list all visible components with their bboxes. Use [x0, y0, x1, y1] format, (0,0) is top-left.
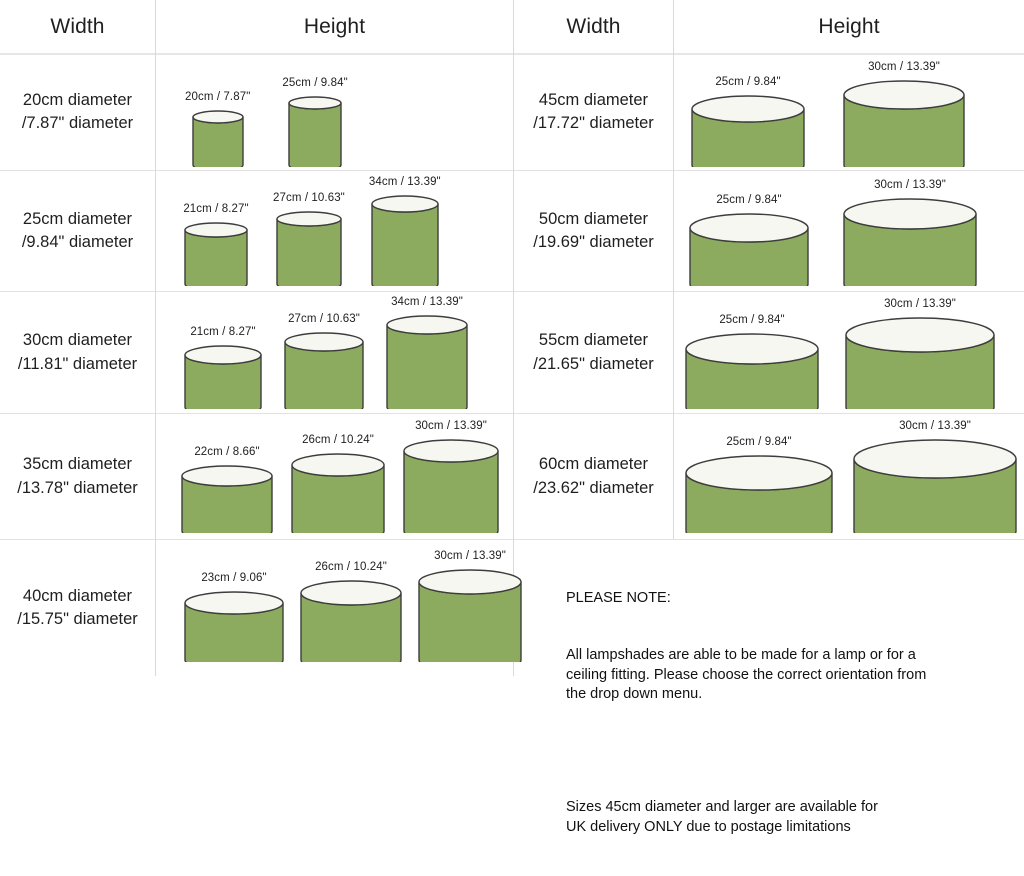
- row-label-in: /21.65" diameter: [533, 354, 654, 373]
- shade-item: 21cm / 8.27": [183, 203, 249, 286]
- shade-item: 30cm / 13.39": [844, 298, 996, 409]
- lampshade-size-chart: Width Height Width Height 20cm diameter …: [0, 0, 1024, 835]
- shade-height-label: 27cm / 10.63": [273, 192, 345, 204]
- shade-group-55cm: 25cm / 9.84" 30cm / 13.39": [684, 298, 996, 409]
- shade-height-label: 25cm / 9.84": [716, 194, 782, 206]
- please-note-block: PLEASE NOTE: All lampshades are able to …: [566, 550, 1006, 876]
- row-label-cm: 45cm diameter: [538, 90, 649, 109]
- row-label-cm: 50cm diameter: [538, 209, 649, 228]
- shade-item: 21cm / 8.27": [183, 326, 263, 409]
- row-label-50cm: 50cm diameter /19.69" diameter: [514, 171, 673, 291]
- shade-height-label: 34cm / 13.39": [368, 176, 441, 188]
- shade-item: 30cm / 13.39": [842, 179, 978, 286]
- shade-height-label: 27cm / 10.63": [288, 313, 360, 325]
- shade-height-label: 25cm / 9.84": [715, 76, 781, 88]
- row-label-cm: 35cm diameter: [22, 455, 133, 474]
- shade-height-label: 26cm / 10.24": [302, 434, 374, 446]
- row-label-cm: 30cm diameter: [22, 331, 133, 350]
- shade-group-20cm: 20cm / 7.87" 25cm / 9.84": [185, 62, 348, 167]
- shade-height-label: 34cm / 13.39": [391, 296, 463, 308]
- shade-group-60cm: 25cm / 9.84" 30cm / 13.39": [684, 420, 1018, 533]
- shade-height-label: 30cm / 13.39": [434, 550, 506, 562]
- shade-item: 23cm / 9.06": [183, 572, 285, 662]
- shade-height-label: 22cm / 8.66": [194, 446, 260, 458]
- column-header-height-right: Height: [818, 14, 880, 38]
- column-divider: [673, 0, 674, 539]
- shade-group-45cm: 25cm / 9.84" 30cm / 13.39": [690, 61, 966, 167]
- row-label-20cm: 20cm diameter /7.87" diameter: [0, 54, 155, 170]
- row-label-40cm: 40cm diameter /15.75" diameter: [0, 540, 155, 676]
- row-label-in: /23.62" diameter: [533, 478, 654, 497]
- shade-height-label: 21cm / 8.27": [190, 326, 256, 338]
- shade-height-label: 30cm / 13.39": [899, 420, 971, 432]
- shade-height-label: 20cm / 7.87": [185, 91, 251, 103]
- row-label-in: /11.81" diameter: [17, 354, 138, 373]
- row-label-cm: 25cm diameter: [22, 209, 133, 228]
- shade-group-40cm: 23cm / 9.06" 26cm / 10.24" 30cm / 13.39": [183, 550, 523, 662]
- shade-height-label: 26cm / 10.24": [315, 561, 387, 573]
- shade-item: 27cm / 10.63": [283, 313, 365, 409]
- shade-height-label: 21cm / 8.27": [183, 203, 249, 215]
- row-divider: [0, 53, 1024, 55]
- note-paragraph-1: All lampshades are able to be made for a…: [566, 647, 927, 702]
- shade-item: 20cm / 7.87": [185, 91, 250, 167]
- shade-item: 26cm / 10.24": [290, 434, 386, 533]
- shade-item: 25cm / 9.84": [282, 77, 348, 167]
- shade-item: 25cm / 9.84": [684, 436, 834, 533]
- shade-height-label: 30cm / 13.39": [415, 420, 487, 432]
- row-label-cm: 55cm diameter: [538, 331, 649, 350]
- shade-group-35cm: 22cm / 8.66" 26cm / 10.24" 30cm / 13.39": [180, 420, 500, 533]
- shade-height-label: 25cm / 9.84": [726, 436, 792, 448]
- column-divider: [513, 0, 514, 676]
- shade-item: 30cm / 13.39": [402, 420, 500, 533]
- shade-item: 25cm / 9.84": [690, 76, 806, 167]
- shade-height-label: 30cm / 13.39": [884, 298, 956, 310]
- shade-item: 27cm / 10.63": [273, 192, 345, 286]
- shade-item: 34cm / 13.39": [369, 176, 441, 286]
- row-label-35cm: 35cm diameter /13.78" diameter: [0, 414, 155, 539]
- row-label-in: /13.78" diameter: [17, 478, 138, 497]
- shade-group-30cm: 21cm / 8.27" 27cm / 10.63" 34cm / 13.39": [183, 296, 469, 409]
- row-label-in: /15.75" diameter: [17, 610, 138, 628]
- shade-item: 26cm / 10.24": [299, 561, 403, 662]
- row-label-in: /19.69" diameter: [533, 233, 654, 251]
- row-divider: [0, 413, 1024, 414]
- row-label-cm: 40cm diameter: [22, 586, 133, 605]
- row-label-55cm: 55cm diameter /21.65" diameter: [514, 292, 673, 413]
- row-label-in: /17.72" diameter: [533, 114, 654, 132]
- row-label-30cm: 30cm diameter /11.81" diameter: [0, 292, 155, 413]
- shade-item: 30cm / 13.39": [842, 61, 966, 167]
- note-title: PLEASE NOTE:: [566, 589, 671, 606]
- column-header-width-left: Width: [50, 14, 105, 38]
- row-label-cm: 20cm diameter: [22, 90, 133, 109]
- row-divider: [0, 170, 1024, 171]
- shade-height-label: 25cm / 9.84": [719, 314, 785, 326]
- column-header-width-right: Width: [566, 14, 621, 38]
- shade-item: 25cm / 9.84": [684, 314, 820, 409]
- shade-height-label: 30cm / 13.39": [874, 179, 946, 191]
- row-label-in: /9.84" diameter: [21, 233, 134, 251]
- row-label-in: /7.87" diameter: [21, 114, 134, 132]
- shade-item: 25cm / 9.84": [688, 194, 810, 286]
- row-divider: [0, 291, 1024, 292]
- shade-item: 30cm / 13.39": [417, 550, 523, 662]
- row-label-cm: 60cm diameter: [538, 455, 649, 474]
- shade-item: 34cm / 13.39": [385, 296, 469, 409]
- row-label-25cm: 25cm diameter /9.84" diameter: [0, 171, 155, 291]
- column-divider: [155, 0, 156, 676]
- shade-item: 22cm / 8.66": [180, 446, 274, 533]
- shade-height-label: 23cm / 9.06": [201, 572, 267, 584]
- shade-height-label: 25cm / 9.84": [282, 77, 348, 89]
- shade-item: 30cm / 13.39": [852, 420, 1018, 533]
- row-label-60cm: 60cm diameter /23.62" diameter: [514, 414, 673, 539]
- shade-height-label: 30cm / 13.39": [868, 61, 940, 73]
- row-divider: [0, 539, 1024, 540]
- shade-group-25cm: 21cm / 8.27" 27cm / 10.63" 34cm / 13.39": [183, 176, 441, 286]
- shade-group-50cm: 25cm / 9.84" 30cm / 13.39": [688, 179, 978, 286]
- row-label-45cm: 45cm diameter /17.72" diameter: [514, 54, 673, 170]
- column-header-height-left: Height: [303, 14, 366, 38]
- note-paragraph-2: Sizes 45cm diameter and larger are avail…: [566, 799, 878, 835]
- note-spacer: [566, 743, 1006, 760]
